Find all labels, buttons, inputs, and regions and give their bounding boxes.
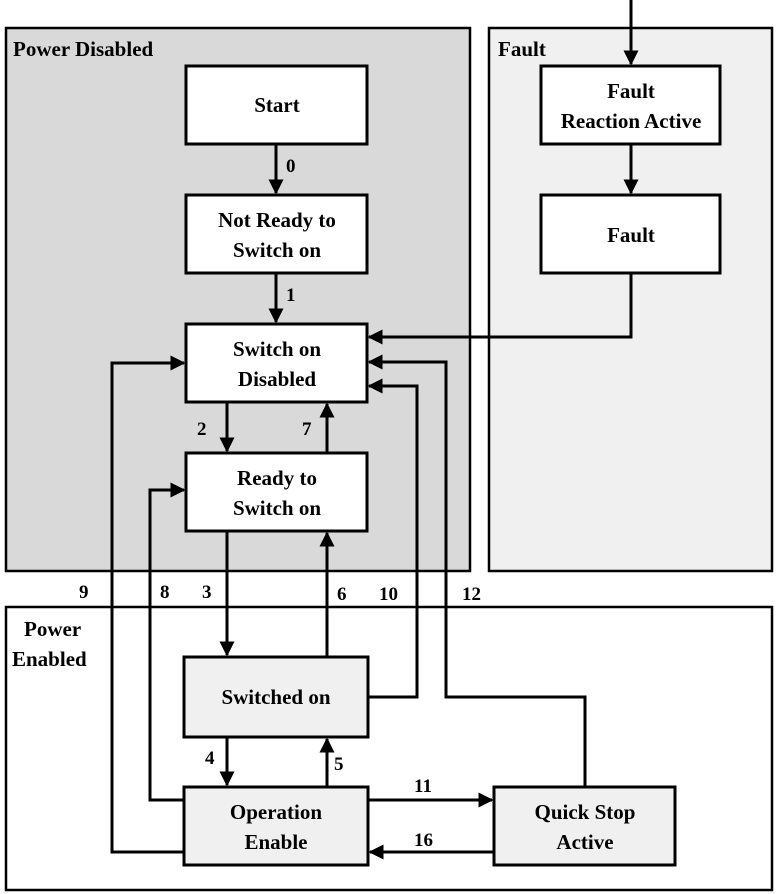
arrow-t9 <box>110 355 186 854</box>
state-quick-stop-box <box>492 785 677 867</box>
state-ready-box <box>184 451 369 533</box>
state-switch-on-disabled: Switch on Disabled <box>184 322 369 404</box>
transition-label-12: 12 <box>462 584 481 605</box>
arrow-fault-to-switch-on-disabled <box>367 273 633 345</box>
transition-label-7: 7 <box>302 419 312 440</box>
state-quick-stop-label-line2: Active <box>556 830 613 854</box>
state-fault: Fault <box>539 193 722 275</box>
transition-label-11: 11 <box>414 776 432 797</box>
transition-label-10: 10 <box>379 584 398 605</box>
transition-label-1: 1 <box>286 285 296 306</box>
transition-label-6: 6 <box>337 584 347 605</box>
state-ready-label-line1: Ready to <box>237 466 317 490</box>
state-fault-reaction-label-line1: Fault <box>607 79 655 103</box>
state-fault-reaction-active: Fault Reaction Active <box>539 64 722 146</box>
transition-label-2: 2 <box>197 419 207 440</box>
region-power-enabled-title-line2: Enabled <box>12 647 87 671</box>
transition-label-4: 4 <box>205 748 215 769</box>
state-not-ready-label-line1: Not Ready to <box>218 208 336 232</box>
state-ready-label-line2: Switch on <box>233 496 321 520</box>
state-start: Start <box>184 64 369 146</box>
transition-label-9: 9 <box>79 582 89 603</box>
state-quick-stop-label-line1: Quick Stop <box>535 800 636 824</box>
state-not-ready-to-switch-on: Not Ready to Switch on <box>184 193 369 275</box>
region-power-disabled-title: Power Disabled <box>13 37 154 61</box>
arrow-t12 <box>367 354 587 787</box>
transition-label-5: 5 <box>334 754 344 775</box>
state-fault-label: Fault <box>607 223 655 247</box>
arrow-t8 <box>148 482 186 802</box>
transition-label-16: 16 <box>414 830 433 851</box>
transition-labels: 0 1 2 7 9 8 3 6 10 12 4 5 11 16 <box>79 156 481 851</box>
state-not-ready-label-line2: Switch on <box>233 238 321 262</box>
state-start-box <box>184 64 369 146</box>
region-fault-title: Fault <box>498 37 546 61</box>
transition-label-0: 0 <box>286 156 296 177</box>
state-switch-on-disabled-label-line2: Disabled <box>238 367 317 391</box>
state-operation-enable-box <box>182 785 370 867</box>
transition-label-3: 3 <box>202 582 212 603</box>
state-switched-on: Switched on <box>182 655 370 739</box>
transition-label-8: 8 <box>160 582 170 603</box>
state-switch-on-disabled-box <box>184 322 369 404</box>
region-power-enabled-title-line1: Power <box>24 617 81 641</box>
state-fault-box <box>539 193 722 275</box>
state-operation-enable: Operation Enable <box>182 785 370 867</box>
state-operation-enable-label-line1: Operation <box>230 800 322 824</box>
state-quick-stop-active: Quick Stop Active <box>492 785 677 867</box>
state-start-label: Start <box>254 93 300 117</box>
state-switched-on-label: Switched on <box>221 685 330 709</box>
state-fault-reaction-label-line2: Reaction Active <box>561 109 702 133</box>
transition-arrows <box>110 0 639 860</box>
state-switch-on-disabled-label-line1: Switch on <box>233 337 321 361</box>
state-ready-to-switch-on: Ready to Switch on <box>184 451 369 533</box>
state-operation-enable-label-line2: Enable <box>244 830 307 854</box>
arrow-t10 <box>367 378 419 699</box>
